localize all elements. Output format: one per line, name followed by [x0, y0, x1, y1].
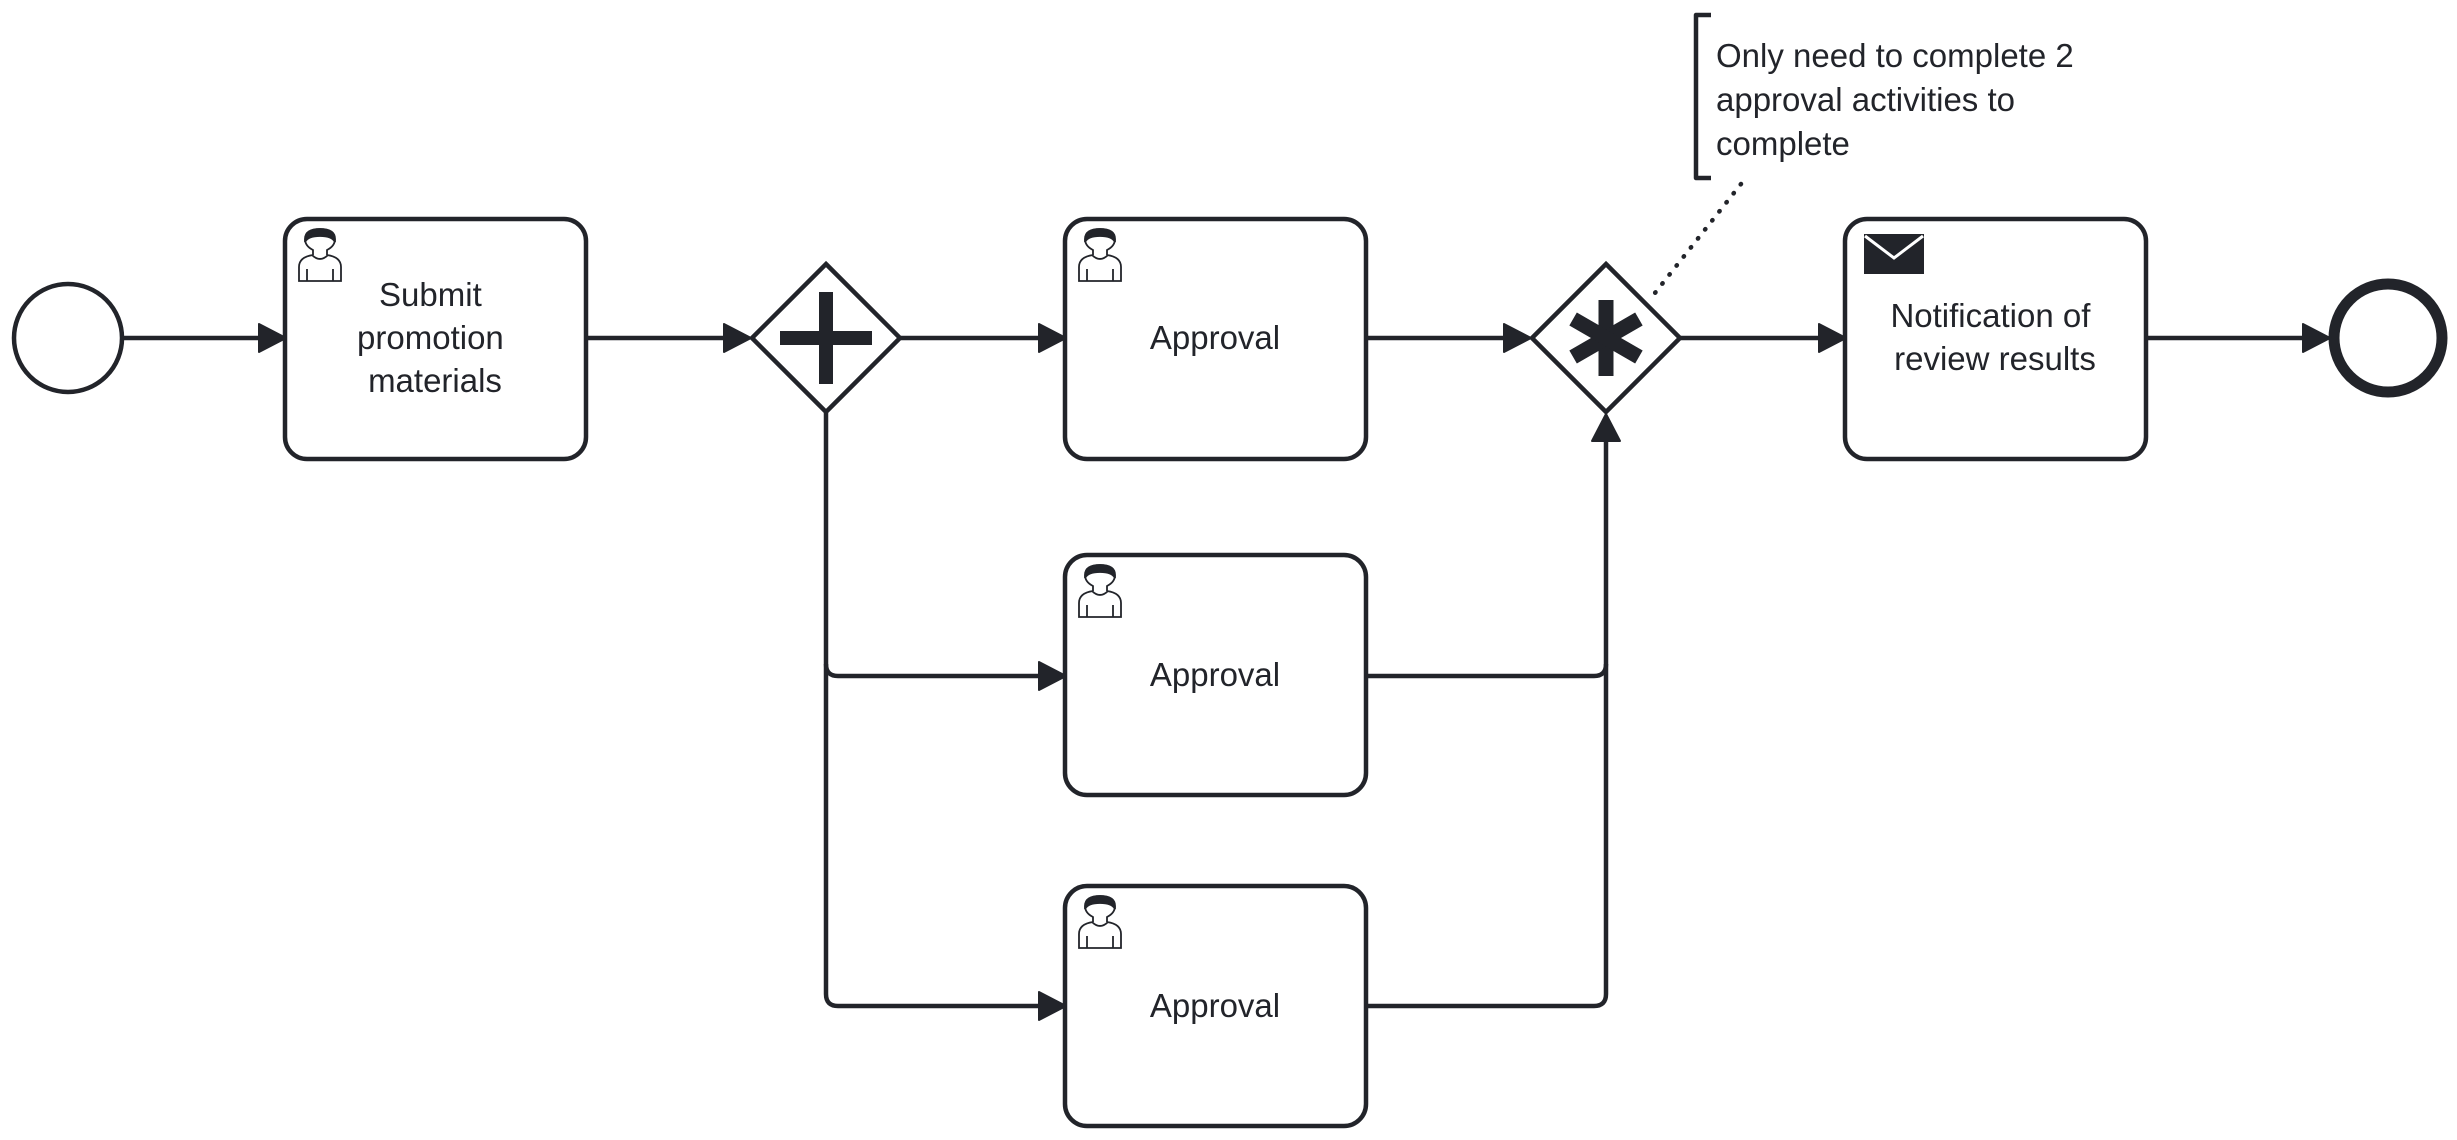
- annotation-line: complete: [1716, 125, 1850, 162]
- user-icon: [1078, 564, 1122, 618]
- svg-text:Approval: Approval: [1150, 987, 1280, 1024]
- annotation-line: approval activities to: [1716, 81, 2015, 118]
- svg-text:Only need to complete 2: Only need to complete 2 approval activit…: [1716, 37, 2083, 162]
- flow-arrowhead: [1038, 661, 1067, 691]
- flow-arrowhead: [1038, 991, 1067, 1021]
- annotation-line: Only need to complete 2: [1716, 37, 2074, 74]
- plus-icon: [780, 292, 872, 384]
- task-label-line: Approval: [1150, 319, 1280, 356]
- complex-gateway[interactable]: [1528, 260, 1684, 416]
- task-label-line: Approval: [1150, 656, 1280, 693]
- flow-arrowhead: [2302, 323, 2331, 353]
- task-submit-promotion-materials[interactable]: Submit promotion materials: [282, 216, 589, 462]
- task-label-line: Submit: [379, 276, 482, 313]
- task-box[interactable]: [1062, 883, 1369, 1129]
- task-approval-1[interactable]: Approval: [1062, 216, 1369, 462]
- annotation-association: [1648, 181, 1744, 301]
- task-approval-3[interactable]: Approval: [1062, 883, 1369, 1129]
- task-box[interactable]: [282, 216, 589, 462]
- task-approval-2[interactable]: Approval: [1062, 552, 1369, 798]
- task-label-line: Notification of: [1890, 297, 2091, 334]
- svg-text:Notification of review r: Notification of review results: [1890, 297, 2099, 377]
- envelope-icon: [1864, 234, 1924, 274]
- task-box[interactable]: [1062, 552, 1369, 798]
- task-label-line: Approval: [1150, 987, 1280, 1024]
- start-event[interactable]: [11, 281, 125, 395]
- flow-split-to-approval-2[interactable]: [823, 413, 1042, 679]
- task-box[interactable]: [1842, 216, 2149, 462]
- flow-arrowhead: [723, 323, 752, 353]
- user-icon: [1078, 228, 1122, 282]
- flow-approval-3-to-join[interactable]: [1366, 664, 1609, 1009]
- flow-arrowhead: [1591, 413, 1621, 442]
- task-label-line: review results: [1894, 340, 2096, 377]
- sequence-flows: [123, 323, 2331, 1021]
- flow-approval-2-to-join[interactable]: [1366, 438, 1609, 679]
- flow-arrowhead: [1818, 323, 1847, 353]
- user-icon: [298, 228, 342, 282]
- task-label-line: promotion: [357, 319, 504, 356]
- flow-split-to-approval-3[interactable]: [823, 664, 1042, 1009]
- flow-arrowhead: [1503, 323, 1532, 353]
- text-annotation[interactable]: Only need to complete 2 approval activit…: [1648, 12, 2083, 301]
- parallel-gateway[interactable]: [748, 260, 904, 416]
- task-box[interactable]: [1062, 216, 1369, 462]
- svg-text:Approval: Approval: [1150, 319, 1280, 356]
- annotation-bracket: [1693, 12, 1711, 181]
- svg-text:Submit promotion m: Submit promotion materials: [357, 276, 513, 399]
- task-label-line: materials: [368, 362, 502, 399]
- flow-arrowhead: [1038, 323, 1067, 353]
- user-icon: [1078, 895, 1122, 949]
- task-notification-of-review-results[interactable]: Notification of review results: [1842, 216, 2149, 462]
- end-event[interactable]: [2328, 278, 2448, 398]
- asterisk-icon: [1569, 300, 1643, 376]
- flow-arrowhead: [258, 323, 287, 353]
- svg-text:Approval: Approval: [1150, 656, 1280, 693]
